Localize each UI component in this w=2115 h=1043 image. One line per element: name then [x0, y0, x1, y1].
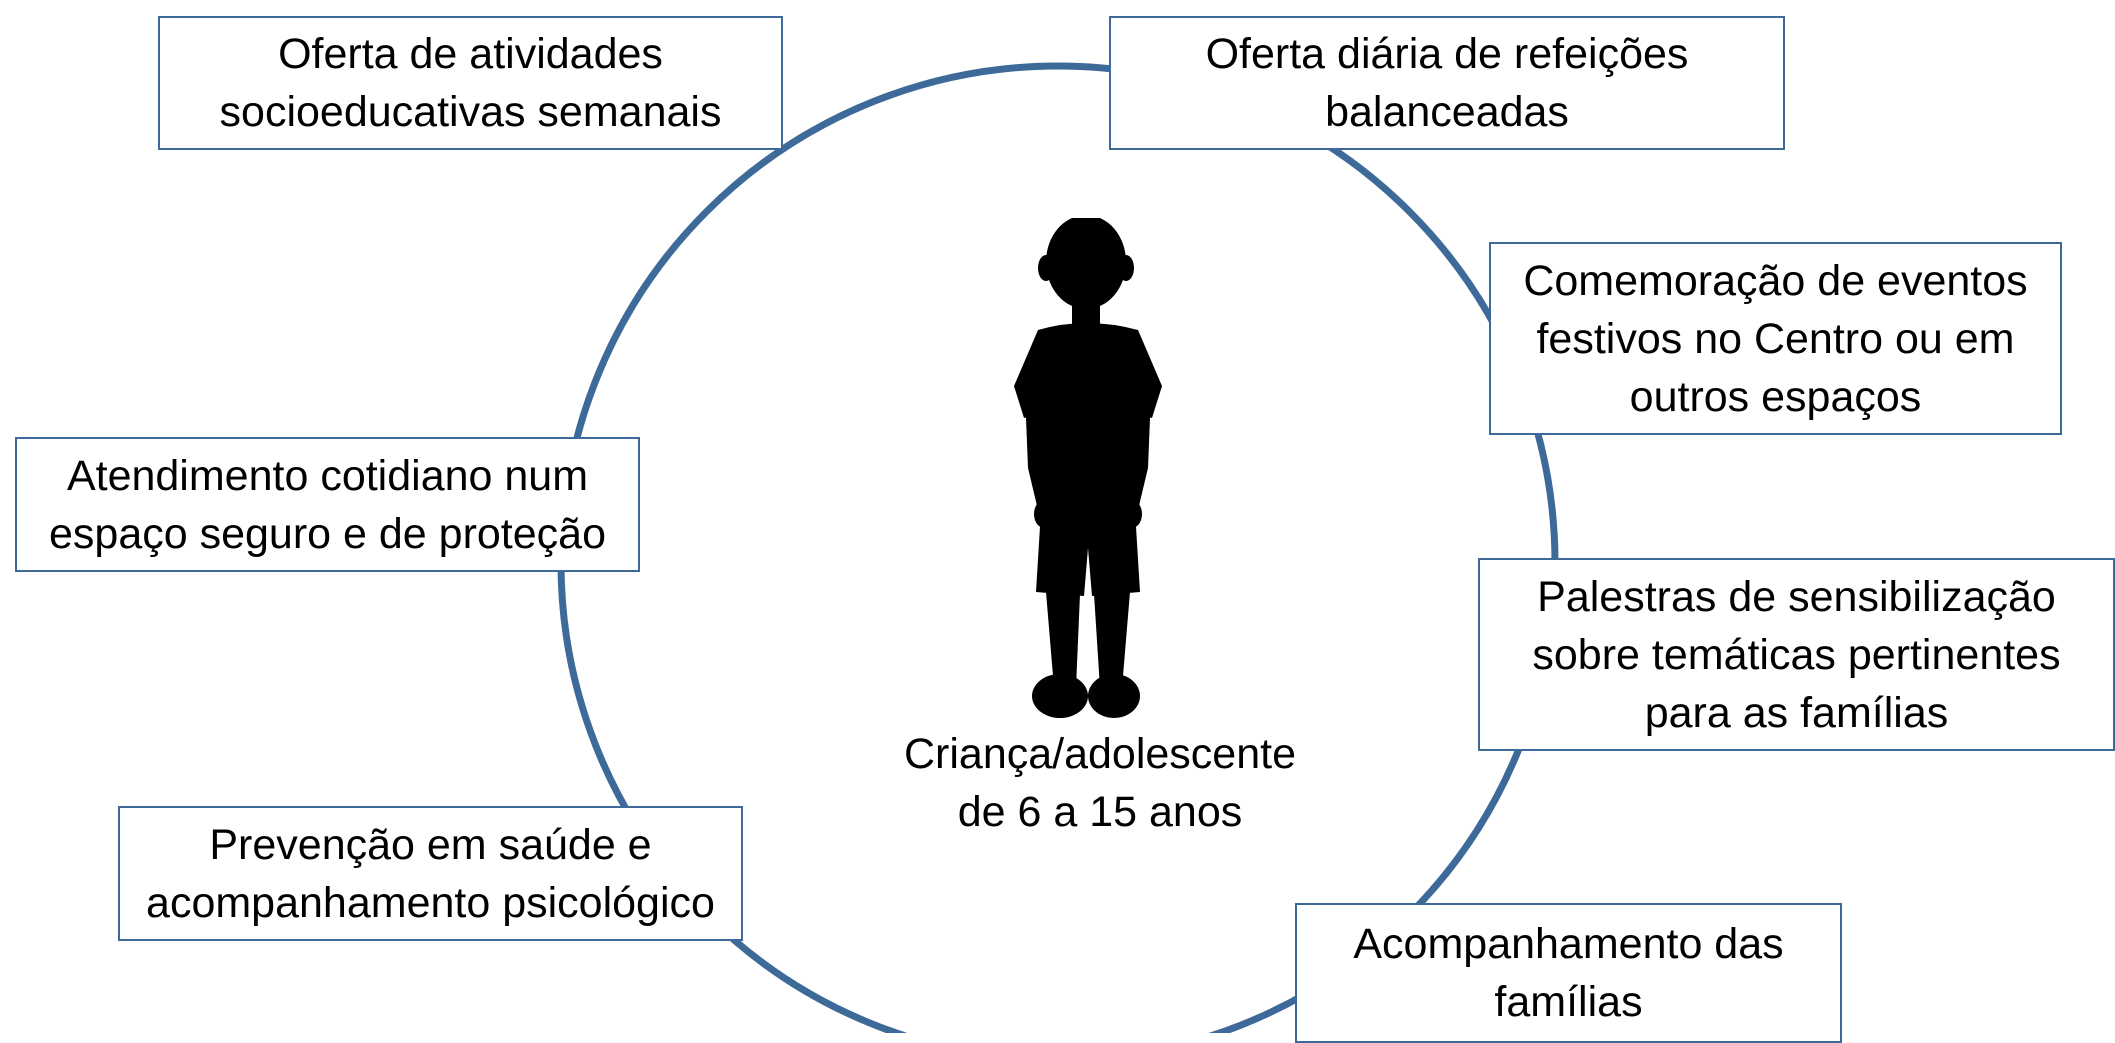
- center-label: Criança/adolescente de 6 a 15 anos: [860, 725, 1340, 841]
- box-socioeducational-activities: Oferta de atividades socioeducativas sem…: [158, 16, 783, 150]
- box-family-talks: Palestras de sensibilização sobre temáti…: [1478, 558, 2115, 751]
- center-label-line-2: de 6 a 15 anos: [957, 788, 1243, 836]
- box-family-follow-up: Acompanhamento das famílias: [1295, 903, 1842, 1043]
- box-line: Palestras de sensibilização: [1537, 572, 2056, 621]
- box-line: Comemoração de eventos: [1523, 256, 2028, 305]
- box-line: famílias: [1494, 978, 1643, 1026]
- box-line: Atendimento cotidiano num: [66, 451, 589, 500]
- box-festive-events: Comemoração de eventos festivos no Centr…: [1489, 242, 2062, 435]
- box-line: Acompanhamento das: [1353, 920, 1784, 968]
- box-line: balanceadas: [1325, 88, 1569, 136]
- box-line: sobre temáticas pertinentes: [1532, 630, 2061, 679]
- box-health-prevention: Prevenção em saúde e acompanhamento psic…: [118, 806, 743, 941]
- center-label-line-1: Criança/adolescente: [903, 730, 1297, 778]
- box-safe-space-care: Atendimento cotidiano num espaço seguro …: [15, 437, 640, 572]
- box-line: espaço seguro e de proteção: [48, 509, 606, 558]
- box-line: Prevenção em saúde e: [209, 820, 652, 869]
- box-line: socioeducativas semanais: [219, 88, 722, 136]
- box-line: outros espaços: [1629, 372, 1922, 421]
- box-daily-meals: Oferta diária de refeições balanceadas: [1109, 16, 1785, 150]
- box-line: para as famílias: [1644, 688, 1949, 737]
- box-line: Oferta diária de refeições: [1205, 30, 1689, 78]
- box-line: acompanhamento psicológico: [146, 878, 715, 927]
- child-silhouette-icon: [1014, 218, 1162, 718]
- box-line: festivos no Centro ou em: [1536, 314, 2015, 363]
- box-line: Oferta de atividades: [278, 30, 663, 78]
